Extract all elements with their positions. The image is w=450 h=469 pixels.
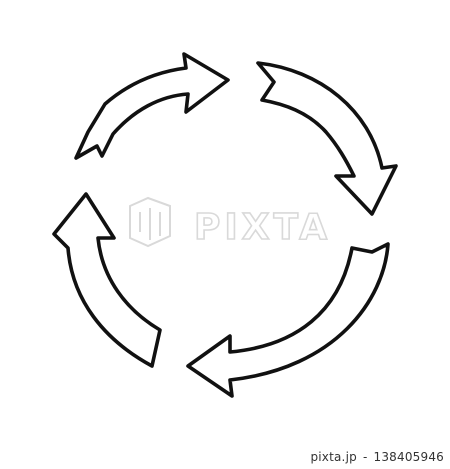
arrow-top-left-icon	[74, 52, 230, 160]
arrow-bottom-right-icon	[186, 242, 390, 398]
credit-image-id: 138405946	[373, 450, 444, 464]
credit-text: pixta.jp - 138405946	[310, 450, 444, 464]
credit-bar: pixta.jp - 138405946	[0, 445, 450, 469]
arrow-bottom-left-icon	[52, 192, 162, 368]
arrow-top-right-icon	[256, 61, 398, 216]
credit-separator: -	[362, 450, 368, 464]
credit-site: pixta.jp	[310, 450, 357, 464]
